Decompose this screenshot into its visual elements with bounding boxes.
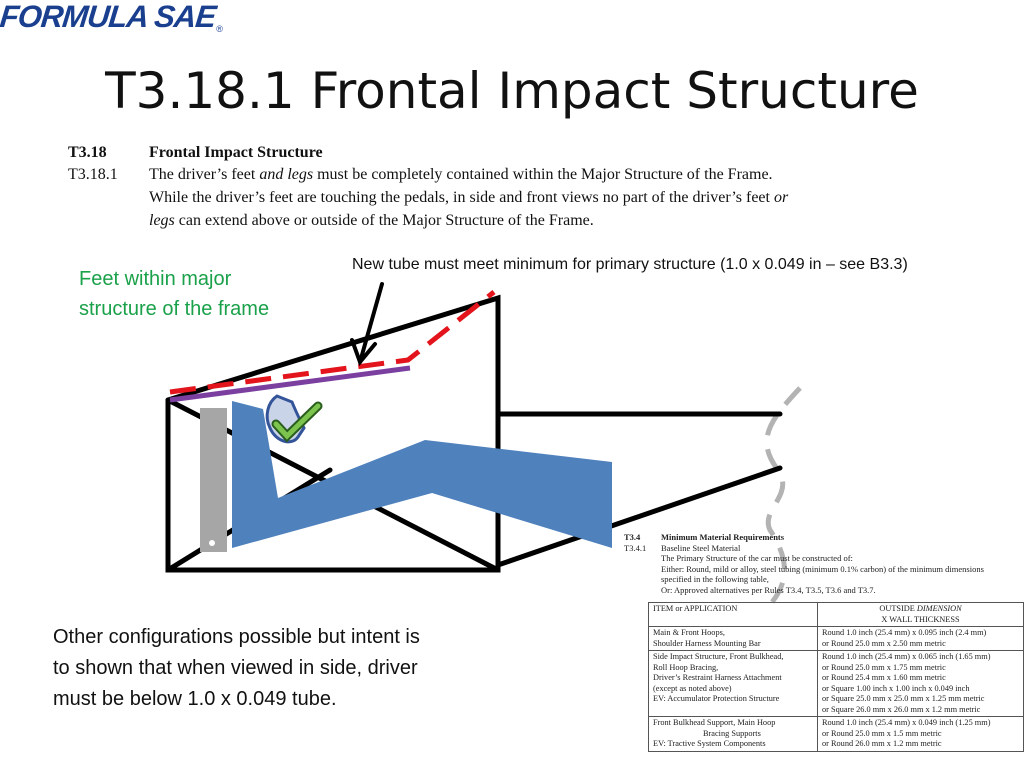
red-dashed-limit-line xyxy=(169,290,496,395)
cell-line: Round 1.0 inch (25.4 mm) x 0.049 inch (1… xyxy=(822,718,991,727)
rule-line1-italic: and legs xyxy=(259,166,314,183)
table-cell-dimension: Round 1.0 inch (25.4 mm) x 0.095 inch (2… xyxy=(817,626,1024,651)
arrow-down-icon xyxy=(350,282,384,366)
table-row: Front Bulkhead Support, Main Hoop Bracin… xyxy=(648,716,1024,752)
rule-number: T3.18.1 xyxy=(68,166,118,183)
cell-line: Driver’s Restraint Harness Attachment xyxy=(653,673,782,682)
rule-line2-italic: or xyxy=(773,189,789,206)
material-rule-excerpt: T3.4 Minimum Material Requirements T3.4.… xyxy=(624,532,984,595)
rule-heading-title: Frontal Impact Structure xyxy=(149,144,323,161)
material-rule-line2: Either: Round, mild or alloy, steel tubi… xyxy=(661,563,984,574)
rule-line3-italic: legs xyxy=(149,212,175,229)
table-cell-dimension: Round 1.0 inch (25.4 mm) x 0.065 inch (1… xyxy=(817,650,1024,717)
other-note-line3: must be below 1.0 x 0.049 tube. xyxy=(53,688,337,710)
rule-body: T3.18.1 The driver’s feet and legs must … xyxy=(68,163,948,232)
cell-line: (except as noted above) xyxy=(653,683,732,693)
cell-line: or Square 25.0 mm x 25.0 mm x 1.25 mm me… xyxy=(822,694,985,703)
header-dimension-b: X WALL THICKNESS xyxy=(881,614,960,624)
cell-line: or Square 1.00 inch x 1.00 inch x 0.049 … xyxy=(822,683,970,693)
cell-line: Shoulder Harness Mounting Bar xyxy=(653,638,761,648)
rule-line2-a: While the driver’s feet are touching the… xyxy=(149,189,774,206)
material-rule-number: T3.4 xyxy=(624,532,641,542)
table-cell-application: Side Impact Structure, Front Bulkhead, R… xyxy=(648,650,818,717)
table-row: Main & Front Hoops, Shoulder Harness Mou… xyxy=(648,626,1024,651)
feet-within-structure-note: Feet within major structure of the frame xyxy=(79,264,269,324)
table-header-application: ITEM or APPLICATION xyxy=(648,602,818,627)
rule-excerpt: T3.18 Frontal Impact Structure T3.18.1 T… xyxy=(68,143,948,232)
material-rule-line1: The Primary Structure of the car must be… xyxy=(661,553,853,563)
cell-line: or Round 25.0 mm x 1.5 mm metric xyxy=(822,728,942,738)
material-subrule: T3.4.1 Baseline Steel Material xyxy=(624,543,984,554)
cell-line: EV: Accumulator Protection Structure xyxy=(653,694,780,703)
cell-line: Side Impact Structure, Front Bulkhead, xyxy=(653,652,784,661)
cell-line: or Round 25.4 mm x 1.60 mm metric xyxy=(822,673,946,682)
other-note-line2: to shown that when viewed in side, drive… xyxy=(53,657,418,679)
cell-line: Round 1.0 inch (25.4 mm) x 0.095 inch (2… xyxy=(822,628,987,637)
rule-line3-b: can extend above or outside of the Major… xyxy=(174,212,594,229)
pedal-bar xyxy=(200,408,227,552)
rule-text: The driver’s feet and legs must be compl… xyxy=(149,163,948,232)
material-rule-heading: T3.4 Minimum Material Requirements xyxy=(624,532,984,543)
pedal-pivot xyxy=(209,540,215,546)
table-cell-application: Front Bulkhead Support, Main Hoop Bracin… xyxy=(648,716,818,752)
side-tube-lower xyxy=(495,465,783,568)
table-header-row: ITEM or APPLICATION OUTSIDE DIMENSION X … xyxy=(648,602,1024,627)
cell-line: or Round 25.0 mm x 2.50 mm metric xyxy=(822,638,946,648)
cell-line: EV: Tractive System Components xyxy=(653,739,766,748)
rule-heading: T3.18 Frontal Impact Structure xyxy=(68,143,948,163)
material-rule-line4: Or: Approved alternatives per Rules T3.4… xyxy=(661,584,876,595)
header-dimension-a: OUTSIDE xyxy=(879,604,917,613)
cell-line: Roll Hoop Bracing, xyxy=(653,662,719,672)
other-configurations-note: Other configurations possible but intent… xyxy=(53,622,503,715)
formula-sae-logo: FORMULA SAE ® xyxy=(0,0,223,40)
slide-title: T3.18.1 Frontal Impact Structure xyxy=(105,62,919,120)
rule-line1-b: must be completely contained within the … xyxy=(313,166,773,183)
driver-legs-shape xyxy=(232,401,612,548)
material-rule-title: Minimum Material Requirements xyxy=(661,532,785,542)
cell-line: Front Bulkhead Support, Main Hoop xyxy=(653,718,776,727)
open-side-dashed-curve xyxy=(763,386,802,612)
rule-line1-a: The driver’s feet xyxy=(149,166,260,183)
other-note-line1: Other configurations possible but intent… xyxy=(53,626,420,648)
material-requirements-table: ITEM or APPLICATION OUTSIDE DIMENSION X … xyxy=(648,602,1024,752)
table-cell-dimension: Round 1.0 inch (25.4 mm) x 0.049 inch (1… xyxy=(817,716,1024,752)
cell-line: Round 1.0 inch (25.4 mm) x 0.065 inch (1… xyxy=(822,652,991,661)
new-tube-note: New tube must meet minimum for primary s… xyxy=(352,256,908,273)
logo-registered-mark: ® xyxy=(216,24,223,34)
table-cell-application: Main & Front Hoops, Shoulder Harness Mou… xyxy=(648,626,818,651)
cell-line: or Square 26.0 mm x 26.0 mm x 1.2 mm met… xyxy=(822,704,981,714)
feet-note-line2: structure of the frame xyxy=(79,298,270,320)
rule-heading-number: T3.18 xyxy=(68,144,107,161)
material-subrule-title: Baseline Steel Material xyxy=(661,542,741,553)
cell-line: Main & Front Hoops, xyxy=(653,628,725,637)
new-primary-tube xyxy=(169,365,411,403)
table-row: Side Impact Structure, Front Bulkhead, R… xyxy=(648,650,1024,717)
cell-line: or Round 25.0 mm x 1.75 mm metric xyxy=(822,662,946,672)
feet-note-line1: Feet within major xyxy=(79,268,232,290)
cell-line: Bracing Supports xyxy=(703,728,761,738)
header-dimension-italic: DIMENSION xyxy=(916,604,962,613)
table-header-dimension: OUTSIDE DIMENSION X WALL THICKNESS xyxy=(817,602,1024,627)
material-rule-line3: specified in the following table, xyxy=(661,574,769,584)
cell-line: or Round 26.0 mm x 1.2 mm metric xyxy=(822,739,942,748)
material-subrule-number: T3.4.1 xyxy=(624,542,647,553)
check-icon xyxy=(265,394,323,444)
